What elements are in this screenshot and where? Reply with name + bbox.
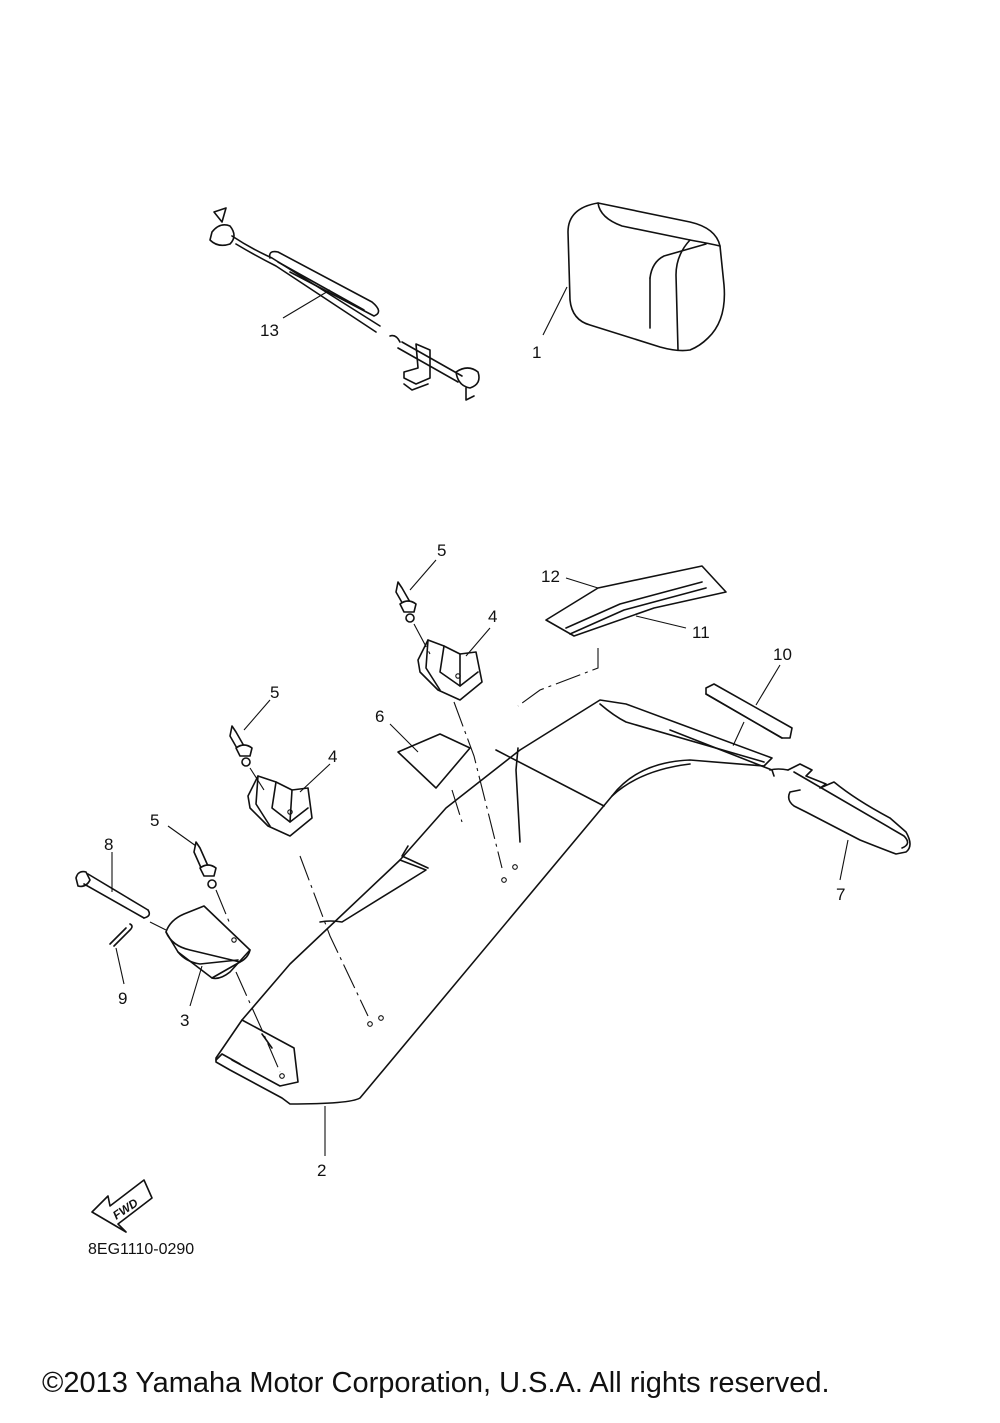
- leader-5-middle-to-clip: [249, 767, 265, 791]
- callout-10: 10: [773, 645, 792, 664]
- callout-5-upper: 5: [437, 541, 446, 560]
- leader-10: [755, 664, 781, 706]
- callout-12: 12: [541, 567, 560, 586]
- copyright-notice: ©2013 Yamaha Motor Corporation, U.S.A. A…: [42, 1367, 830, 1399]
- part-10-strip: [705, 683, 793, 739]
- callout-11: 11: [692, 623, 710, 642]
- part-8-pin: [75, 870, 151, 919]
- leader-13: [282, 289, 331, 319]
- leader-6: [389, 723, 419, 753]
- leader-5-lower: [167, 825, 197, 847]
- callout-13: 13: [260, 321, 279, 340]
- part-13-lanyard: [209, 207, 480, 401]
- leader-3: [189, 965, 203, 1007]
- part-5-rivet-upper: [395, 581, 417, 623]
- part-5-rivet-middle: [229, 725, 253, 767]
- part-6-pad: [397, 733, 471, 789]
- callout-8: 8: [104, 835, 113, 854]
- callout-2: 2: [317, 1161, 326, 1180]
- callout-3: 3: [180, 1011, 189, 1030]
- leader-5-upper-to-clip: [413, 623, 431, 655]
- callout-6: 6: [375, 707, 384, 726]
- part-2-seat-base: [215, 699, 775, 1105]
- part-4-clip-upper: [417, 639, 483, 701]
- part-4-clip-middle: [247, 775, 313, 837]
- leader-11: [635, 615, 687, 629]
- leader-4-upper: [465, 627, 491, 657]
- callout-4-upper: 4: [488, 607, 497, 626]
- part-3-hinge: [165, 905, 251, 980]
- callout-5-middle: 5: [270, 683, 279, 702]
- leader-4-middle: [299, 763, 331, 793]
- leader-4-middle-to-seat: [299, 855, 369, 1017]
- callout-7: 7: [836, 885, 845, 904]
- leader-6-to-seat: [451, 789, 463, 823]
- part-7-strap: [769, 763, 911, 855]
- leader-12: [565, 577, 599, 589]
- leader-10-to-seat: [731, 721, 745, 749]
- leader-3-to-seat: [235, 971, 281, 1073]
- leader-5-lower-to-hinge: [215, 889, 231, 925]
- leader-5-upper: [409, 559, 437, 591]
- leader-7: [839, 839, 849, 881]
- leader-9: [115, 947, 125, 985]
- fwd-arrow-icon: FWD: [91, 1179, 153, 1233]
- part-1-storage-bag: [567, 202, 726, 352]
- callout-4-middle: 4: [328, 747, 337, 766]
- leader-1: [542, 286, 568, 336]
- callout-9: 9: [118, 989, 127, 1008]
- leader-12-to-seat: [517, 648, 599, 707]
- part-5-rivet-lower: [193, 841, 217, 889]
- callout-5-lower: 5: [150, 811, 159, 830]
- leader-5-middle: [243, 699, 271, 731]
- leader-4-upper-to-seat: [453, 701, 503, 869]
- callout-1: 1: [532, 343, 541, 362]
- leader-8-to-hinge: [149, 921, 167, 931]
- part-9-cotter-pin: [109, 923, 133, 947]
- diagram-code: 8EG1110-0290: [88, 1241, 194, 1258]
